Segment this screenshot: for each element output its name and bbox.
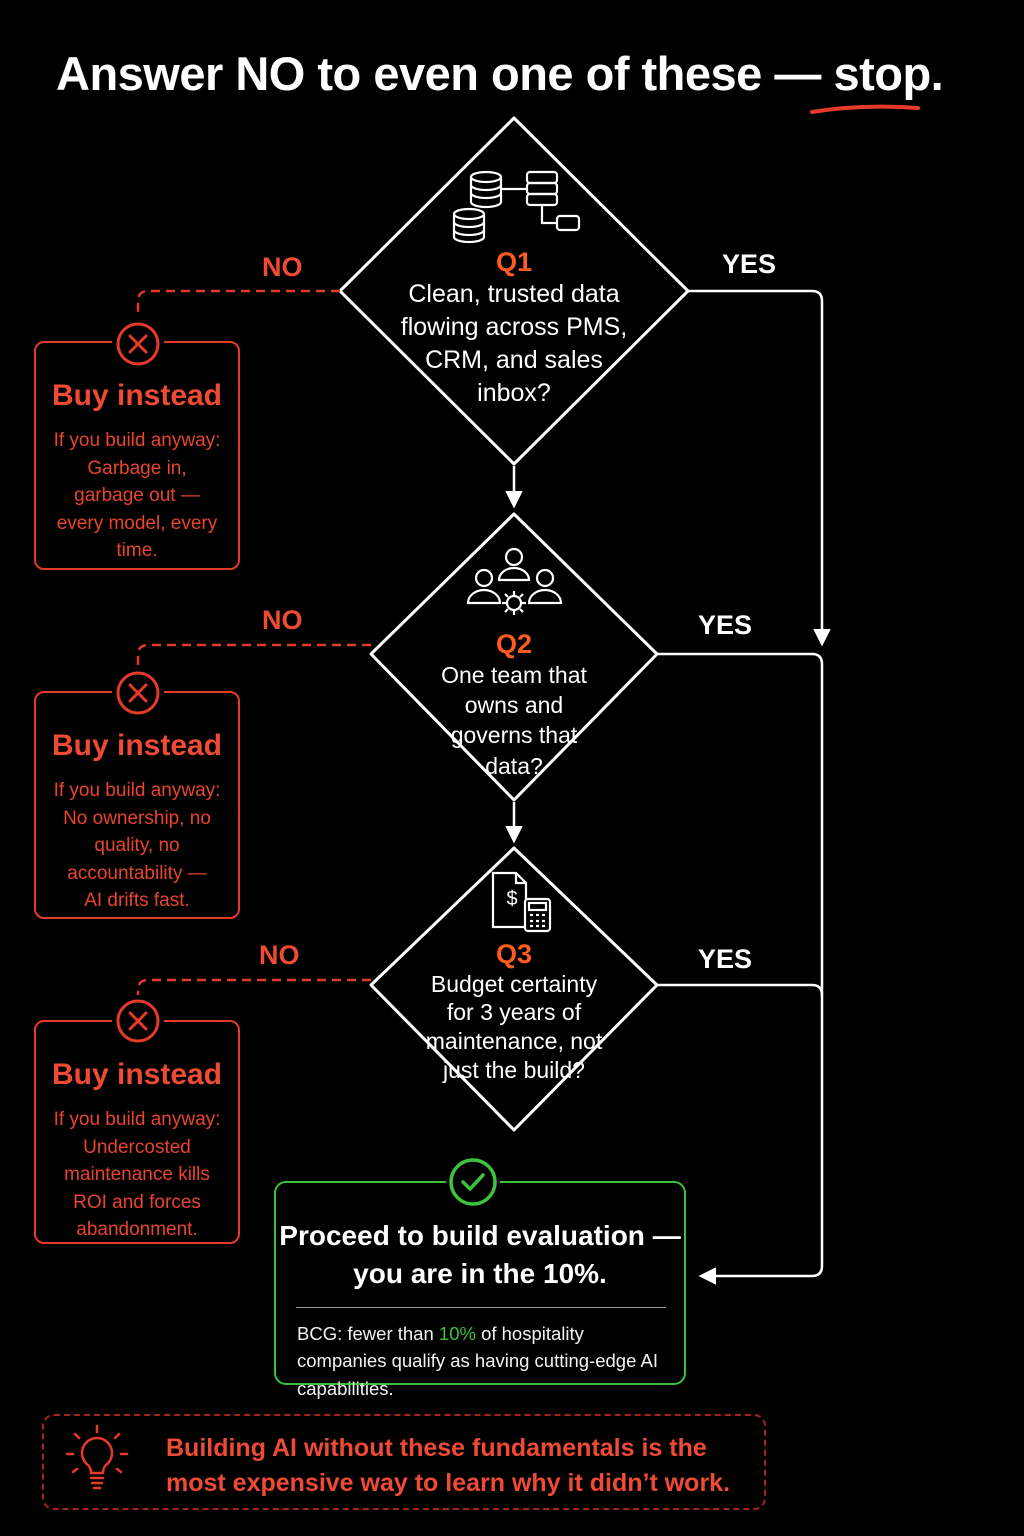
q3-text-block: Q3 Budget certainty for 3 years of maint… [424,939,604,1085]
lightbulb-icon [65,1424,129,1490]
footer-text: Building AI without these fundamentals i… [166,1434,731,1497]
q2-no-label: NO [262,605,303,635]
buy-title: Buy instead [51,379,223,412]
check-circle-icon [446,1155,500,1209]
proceed-title: Proceed to build evaluation — you are in… [279,1220,681,1289]
buy-body: Garbage in, garbage out — every model, e… [56,457,218,562]
buy-instead-box-2: Buy instead If you build anyway: No owne… [34,691,240,919]
q1-no-label: NO [262,252,303,282]
buy-title: Buy instead [51,729,223,762]
title-emphasis: stop. [833,47,944,100]
q3-question: Budget certainty for 3 years of maintena… [425,970,603,1083]
q2-question: One team that owns and governs that data… [441,661,587,779]
q1-no-line [136,289,340,318]
title-underline [810,104,920,114]
proceed-note: BCG: fewer than 10% of hospitality compa… [297,1320,666,1403]
buy-body: No ownership, no quality, no accountabil… [63,807,211,912]
q3-no-label: NO [259,940,300,970]
q2-yes-line [657,652,824,1285]
database-network-icon [452,170,581,244]
q3-yes-label: YES [698,944,753,974]
q1-text-block: Q1 Clean, trusted data flowing across PM… [394,247,634,410]
svg-text:$: $ [506,888,517,910]
q2-diamond [369,512,659,802]
q2-no-line [136,643,371,668]
x-circle-icon [112,667,164,719]
buy-instead-box-1: Buy instead If you build anyway: Garbage… [34,341,240,570]
q2-yes-label: YES [698,610,753,640]
q3-yes-line [657,983,824,996]
note-after: of hospitality companies qualify as havi… [297,1322,658,1400]
title-main: Answer NO to even one of these — [56,47,834,100]
q2-text-block: Q2 One team that owns and governs that d… [424,629,604,781]
budget-calculator-icon: $ [491,871,552,933]
buy-lead: If you build anyway: [53,780,221,801]
buy-title: Buy instead [51,1058,223,1091]
note-before: BCG: fewer than [297,1322,439,1344]
proceed-divider [296,1306,666,1308]
q1-yes-line [688,289,831,647]
q1-label: Q1 [495,247,533,277]
buy-instead-box-3: Buy instead If you build anyway: Underco… [34,1020,240,1244]
x-circle-icon [112,318,164,370]
q1-diamond [338,116,690,466]
q1-question: Clean, trusted data flowing across PMS, … [400,279,628,407]
q1-yes-label: YES [722,249,777,279]
buy-lead: If you build anyway: [53,1109,221,1130]
buy-body: Undercosted maintenance kills ROI and fo… [64,1136,210,1241]
buy-lead: If you build anyway: [53,430,221,451]
proceed-box: Proceed to build evaluation — you are in… [274,1181,686,1399]
page-title: Answer NO to even one of these — stop. [56,46,944,101]
q3-label: Q3 [495,939,533,969]
footer-callout [42,1414,766,1510]
x-circle-icon [112,995,164,1047]
team-gear-icon [466,547,563,615]
note-highlight: 10% [438,1322,476,1344]
q2-label: Q2 [495,629,533,659]
q3-no-line [136,978,371,996]
q3-diamond [369,846,659,1132]
